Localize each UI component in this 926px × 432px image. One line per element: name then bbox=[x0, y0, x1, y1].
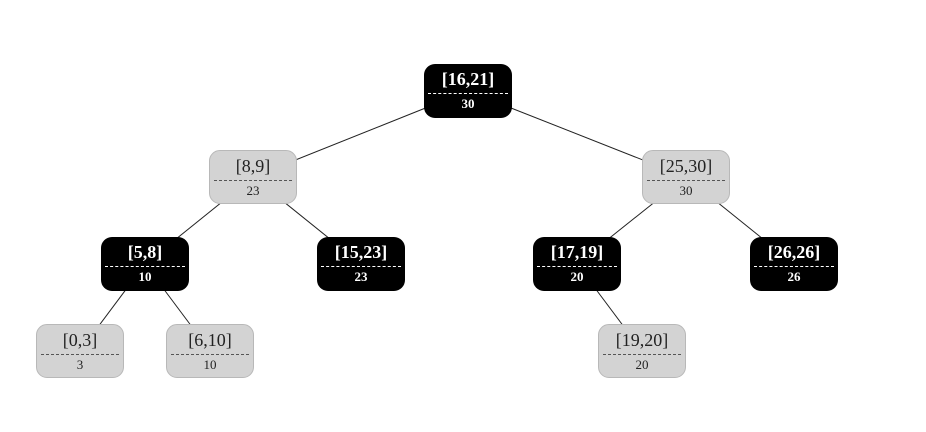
tree-node: [17,19] 20 bbox=[533, 237, 621, 291]
node-interval: [0,3] bbox=[62, 330, 98, 350]
node-interval: [16,21] bbox=[441, 69, 495, 89]
node-max-value: 30 bbox=[679, 183, 693, 198]
tree-node: [5,8] 10 bbox=[101, 237, 189, 291]
node-separator bbox=[214, 180, 292, 181]
node-separator bbox=[41, 354, 119, 355]
node-separator bbox=[428, 93, 508, 94]
node-max-value: 10 bbox=[138, 269, 152, 284]
node-separator bbox=[603, 354, 681, 355]
tree-node: [8,9] 23 bbox=[209, 150, 297, 204]
node-max-value: 23 bbox=[354, 269, 368, 284]
node-max-value: 20 bbox=[635, 357, 649, 372]
node-separator bbox=[754, 266, 834, 267]
tree-node: [19,20] 20 bbox=[598, 324, 686, 378]
tree-node: [15,23] 23 bbox=[317, 237, 405, 291]
node-interval: [8,9] bbox=[235, 156, 271, 176]
node-max-value: 26 bbox=[787, 269, 801, 284]
node-interval: [25,30] bbox=[659, 156, 713, 176]
node-interval: [5,8] bbox=[127, 242, 163, 262]
tree-node: [25,30] 30 bbox=[642, 150, 730, 204]
tree-node: [0,3] 3 bbox=[36, 324, 124, 378]
node-separator bbox=[321, 266, 401, 267]
node-separator bbox=[105, 266, 185, 267]
node-interval: [17,19] bbox=[550, 242, 604, 262]
node-max-value: 10 bbox=[203, 357, 217, 372]
node-separator bbox=[171, 354, 249, 355]
node-max-value: 23 bbox=[246, 183, 260, 198]
node-separator bbox=[647, 180, 725, 181]
node-separator bbox=[537, 266, 617, 267]
node-interval: [26,26] bbox=[767, 242, 821, 262]
node-max-value: 20 bbox=[570, 269, 584, 284]
node-interval: [6,10] bbox=[188, 330, 232, 350]
tree-node: [16,21] 30 bbox=[424, 64, 512, 118]
node-max-value: 30 bbox=[461, 96, 475, 111]
tree-node: [26,26] 26 bbox=[750, 237, 838, 291]
tree-node: [6,10] 10 bbox=[166, 324, 254, 378]
node-interval: [19,20] bbox=[615, 330, 669, 350]
node-max-value: 3 bbox=[76, 357, 84, 372]
node-interval: [15,23] bbox=[334, 242, 388, 262]
